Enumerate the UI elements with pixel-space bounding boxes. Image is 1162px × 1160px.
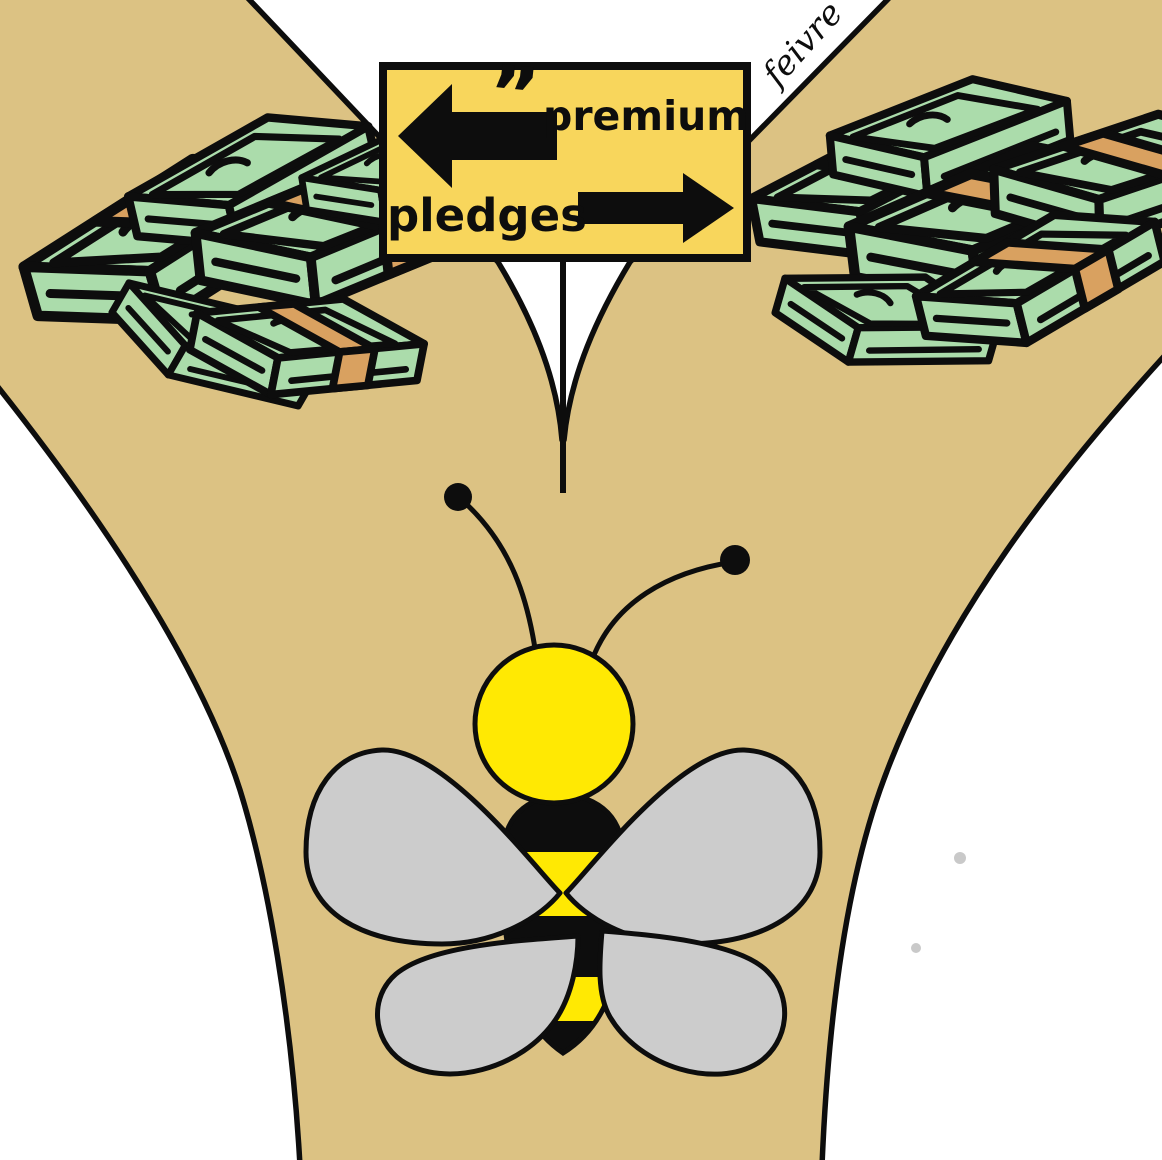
bee [303,483,823,1077]
bee-wings [303,747,823,1077]
bee-wing-upper-left [303,747,563,947]
bee-antenna-tip-left [444,483,472,511]
bee-antenna-right [589,559,736,663]
speckle-dot [911,943,921,953]
bee-antenna-left [459,497,539,658]
direction-sign: premium pledges ” [379,47,751,262]
sign-label-premium: premium [543,92,749,140]
sign-label-pledges: pledges [387,189,587,242]
bee-head [472,642,636,806]
bee-antennae [459,497,736,663]
bee-wing-lower-right [597,928,788,1077]
quote-mark: ” [484,47,543,141]
speckle-dot [954,852,966,864]
bee-antenna-tip-right [720,545,750,575]
left-arrow-icon [398,84,557,188]
right-arrow-icon [578,173,734,243]
bee-wing-lower-left [375,933,581,1077]
